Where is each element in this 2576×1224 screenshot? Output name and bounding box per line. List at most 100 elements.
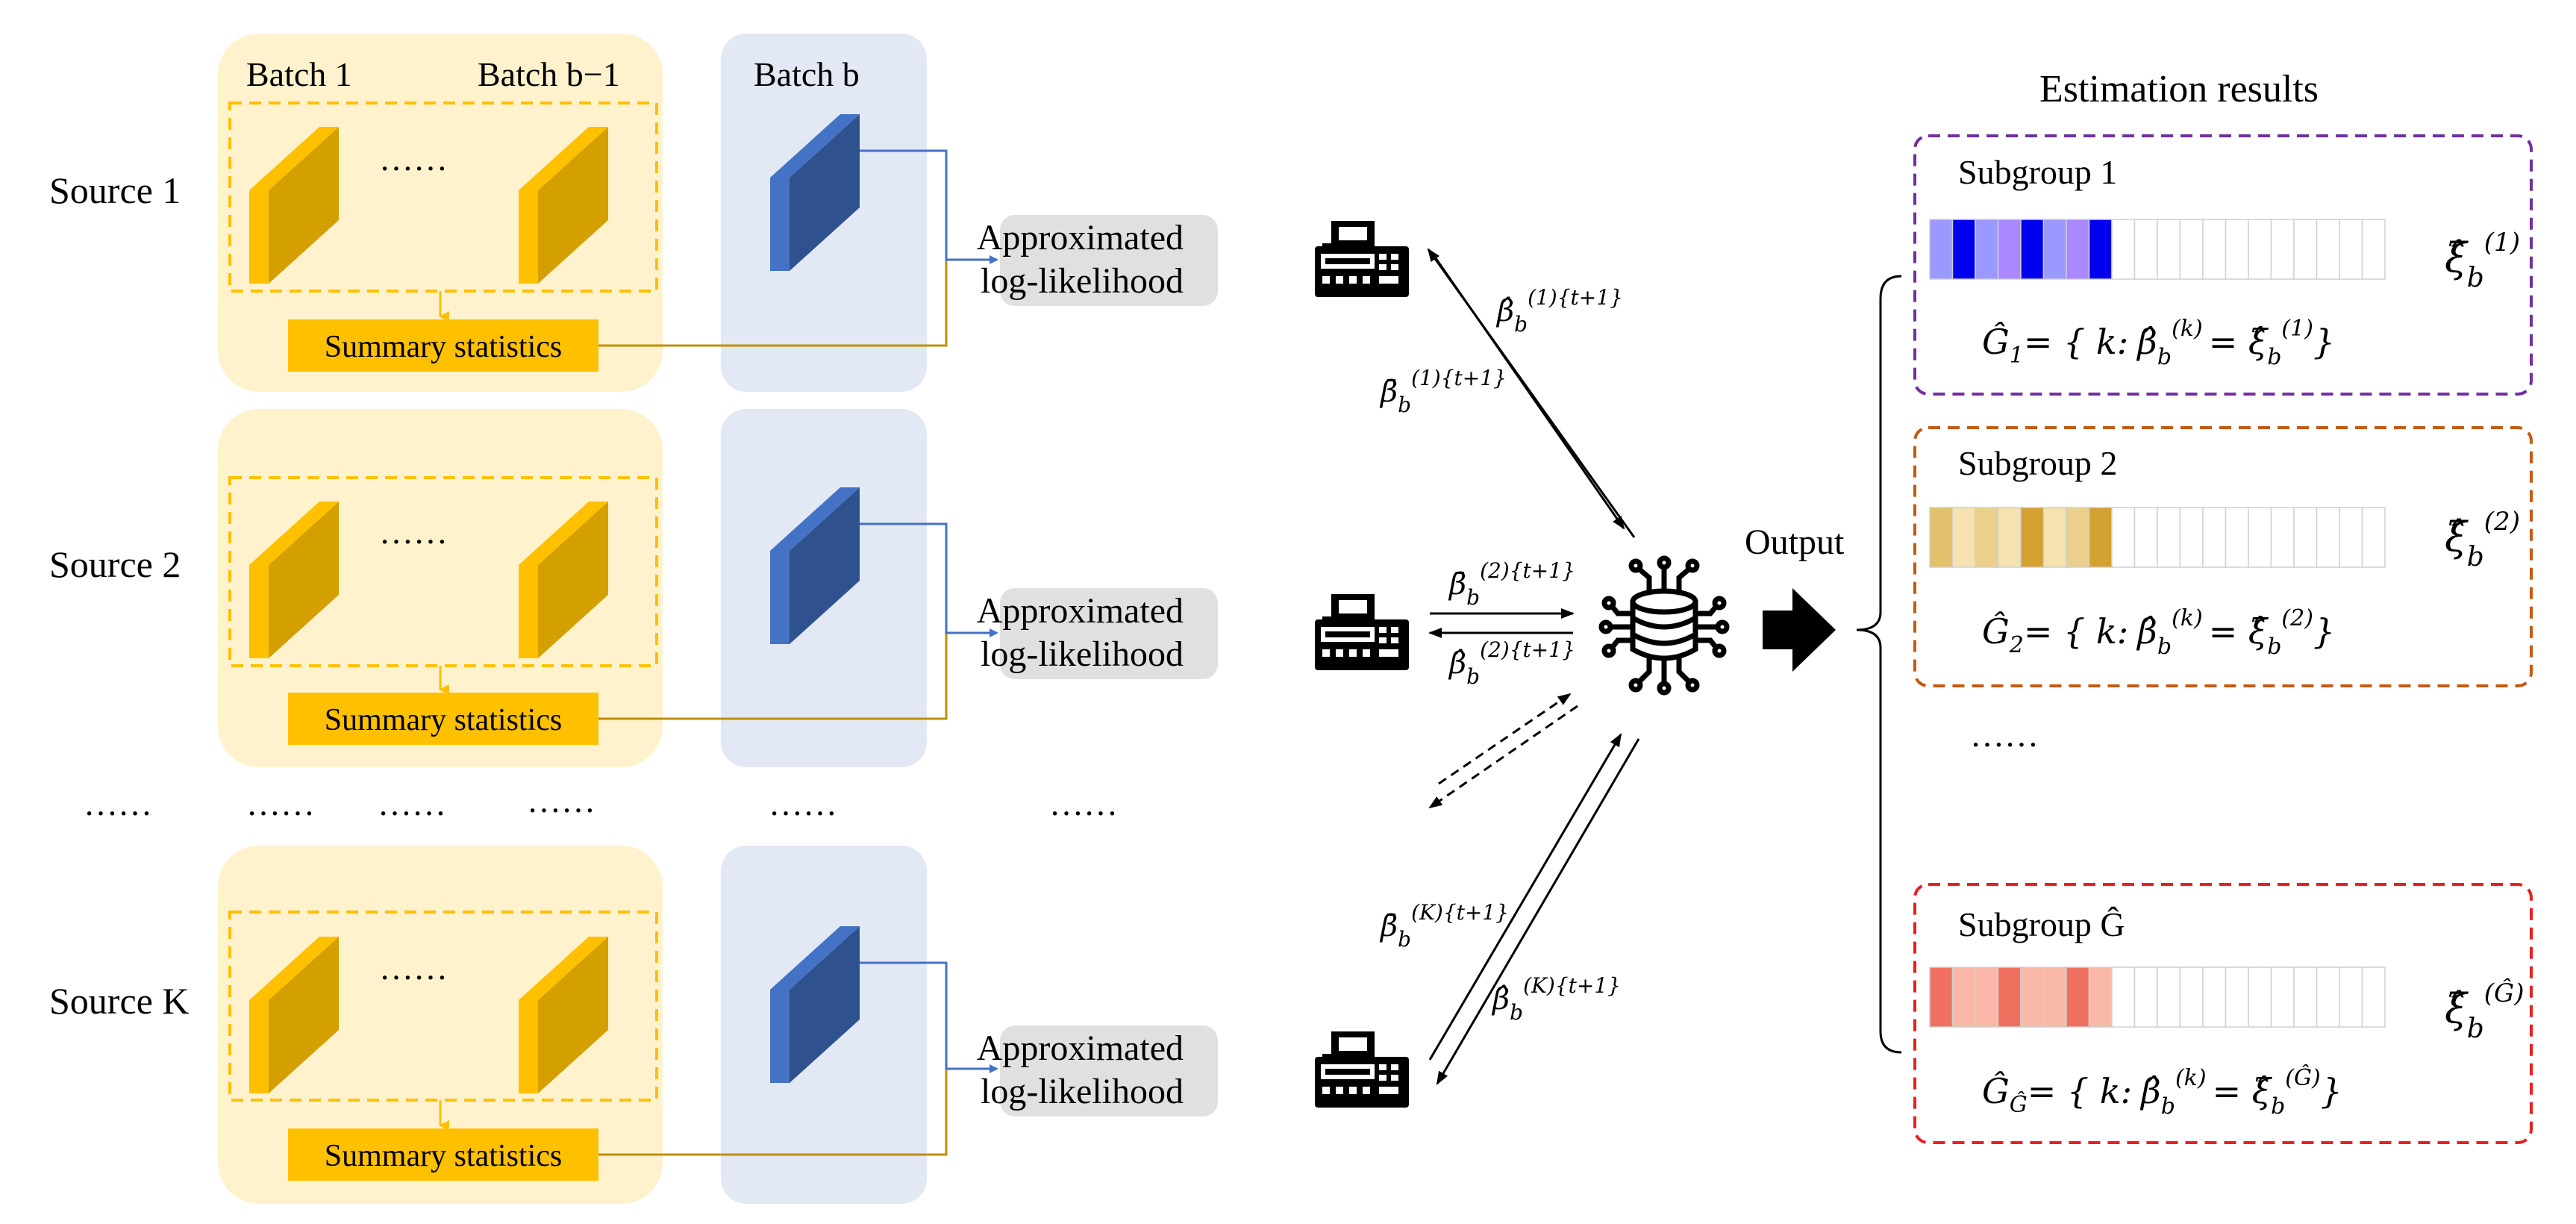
batch-line [860,149,998,264]
coefficient-cell [2088,219,2113,280]
coefficient-strip [1929,507,2386,568]
coefficient-cell [2066,967,2090,1028]
approx-line-2: log-likelihood [981,634,1184,674]
source-row-1: Source 1 Batch 1 Batch b−1 Batch b …… Su… [49,34,1409,392]
approx-loglik-box [1000,1025,1218,1117]
coefficient-cell [2202,507,2227,568]
coefficient-cell [1975,967,1999,1028]
coefficient-cell [2316,507,2340,568]
subgroup-g: Subgroup Ĝ ξ̂b(Ĝ) ĜĜ= { k:β̂b(k)= ξ̂b(Ĝ)… [1913,883,2533,1144]
coefficient-cell [2270,967,2295,1028]
approx-line-2: log-likelihood [981,1072,1184,1111]
coefficient-cell [2133,507,2158,568]
subgroup-xi: ξ̂b(2) [2445,507,2520,572]
ellipsis-row: …… …… …… …… …… …… [84,781,1118,822]
server-database-icon [1598,555,1730,696]
arrow-dashed-down [1428,705,1578,809]
coefficient-cell [1975,507,1999,568]
summary-statistics-box [288,693,598,745]
coefficient-cell [2179,507,2204,568]
coefficient-cell [2339,219,2363,280]
subgroup-1: Subgroup 1 ξ̂b(1) Ĝ1= { k:β̂b(k)= ξ̂b(1)… [1913,134,2533,396]
label-s1-down: β̄b(1){t+1} [1379,366,1507,417]
coefficient-strip [1929,967,2386,1028]
results-brace [1856,275,1902,1054]
coefficient-cell [2133,967,2158,1028]
coefficient-cell [2225,967,2249,1028]
coefficient-cell [2361,967,2386,1028]
history-batches-frame [228,102,658,293]
batch-line [860,522,998,637]
coefficient-cell [2111,967,2136,1028]
coefficient-cell [2339,967,2363,1028]
coefficient-cell [2133,219,2158,280]
coefficient-strip [1929,219,2386,280]
row-ellipsis: …… [1049,784,1118,822]
batch-ellipsis: …… [379,513,448,551]
subgroup-set-formula: Ĝ2= { k:β̂b(k)= ξ̂b(2)} [1982,605,2335,660]
batch-b-label: Batch b [754,55,860,93]
coefficient-cell [2066,507,2090,568]
approx-loglik-box [1000,215,1218,306]
coefficient-cell [2361,507,2386,568]
coefficient-cell [2225,507,2249,568]
coefficient-cell [1951,967,1976,1028]
source-panel-k [218,846,663,1204]
subgroup-title: Subgroup 1 [1958,153,2117,191]
approx-line-2: log-likelihood [981,261,1184,301]
coefficient-cell [2316,967,2340,1028]
output-arrow-icon [1763,588,1836,672]
summary-statistics-label: Summary statistics [325,1139,563,1173]
coefficient-cell [2157,507,2181,568]
source-row-k: Source K …… Summary statistics Approxima… [49,846,1409,1204]
fax-machine-icon [1315,594,1409,670]
coefficient-cell [2042,219,2067,280]
batch-line [860,961,998,1073]
coefficient-cell [2179,219,2204,280]
coefficient-cell [1951,507,1976,568]
source-label: Source 2 [49,543,181,585]
coefficient-cell [1997,219,2022,280]
coefficient-cell [1975,219,1999,280]
source-row-2: Source 2 …… Summary statistics Approxima… [49,409,1409,767]
output-label: Output [1745,522,1845,562]
subgroup-title: Subgroup Ĝ [1958,905,2125,943]
arrow-server-to-s1 [1427,248,1636,538]
coefficient-cell [2111,219,2136,280]
coefficient-cell [2293,967,2318,1028]
batch-ellipsis: …… [379,140,448,178]
coefficient-cell [2248,967,2272,1028]
label-sK-up: β̄b(K){t+1} [1379,900,1509,952]
coefficient-cell [2020,507,2045,568]
coefficient-cell [2111,507,2136,568]
coefficient-cell [2293,507,2318,568]
summary-statistics-label: Summary statistics [325,703,563,737]
coefficient-cell [2042,507,2067,568]
coefficient-cell [2202,967,2227,1028]
row-ellipsis: …… [769,784,837,822]
row-ellipsis: …… [378,784,446,822]
arrow-server-to-sK [1436,738,1640,1085]
subgroup-title: Subgroup 2 [1958,444,2117,482]
coefficient-cell [2270,507,2295,568]
approx-line-1: Approximated [977,1028,1184,1068]
row-ellipsis: …… [246,784,315,822]
coefficient-cell [2248,507,2272,568]
coefficient-cell [1997,967,2022,1028]
subgroup-frame [1913,426,2533,687]
summary-line [598,260,948,347]
subgroup-2: Subgroup 2 ξ̂b(2) Ĝ2= { k:β̂b(k)= ξ̂b(2)… [1913,426,2533,687]
source-panel-2 [218,409,663,767]
subgroup-ellipsis: …… [1970,716,2039,754]
coefficient-cell [2270,219,2295,280]
batch-ellipsis: …… [379,949,448,987]
row-ellipsis: …… [84,784,152,822]
subgroup-xi: ξ̂b(1) [2445,228,2520,293]
coefficient-cell [1929,219,1954,280]
approx-line-1: Approximated [977,591,1184,631]
estimation-title: Estimation results [2039,68,2319,110]
batch-b-minus-1-label: Batch b−1 [478,55,620,93]
subgroup-xi: ξ̂b(Ĝ) [2445,978,2525,1044]
fax-machine-icon [1315,221,1409,297]
source-label: Source 1 [49,169,181,211]
